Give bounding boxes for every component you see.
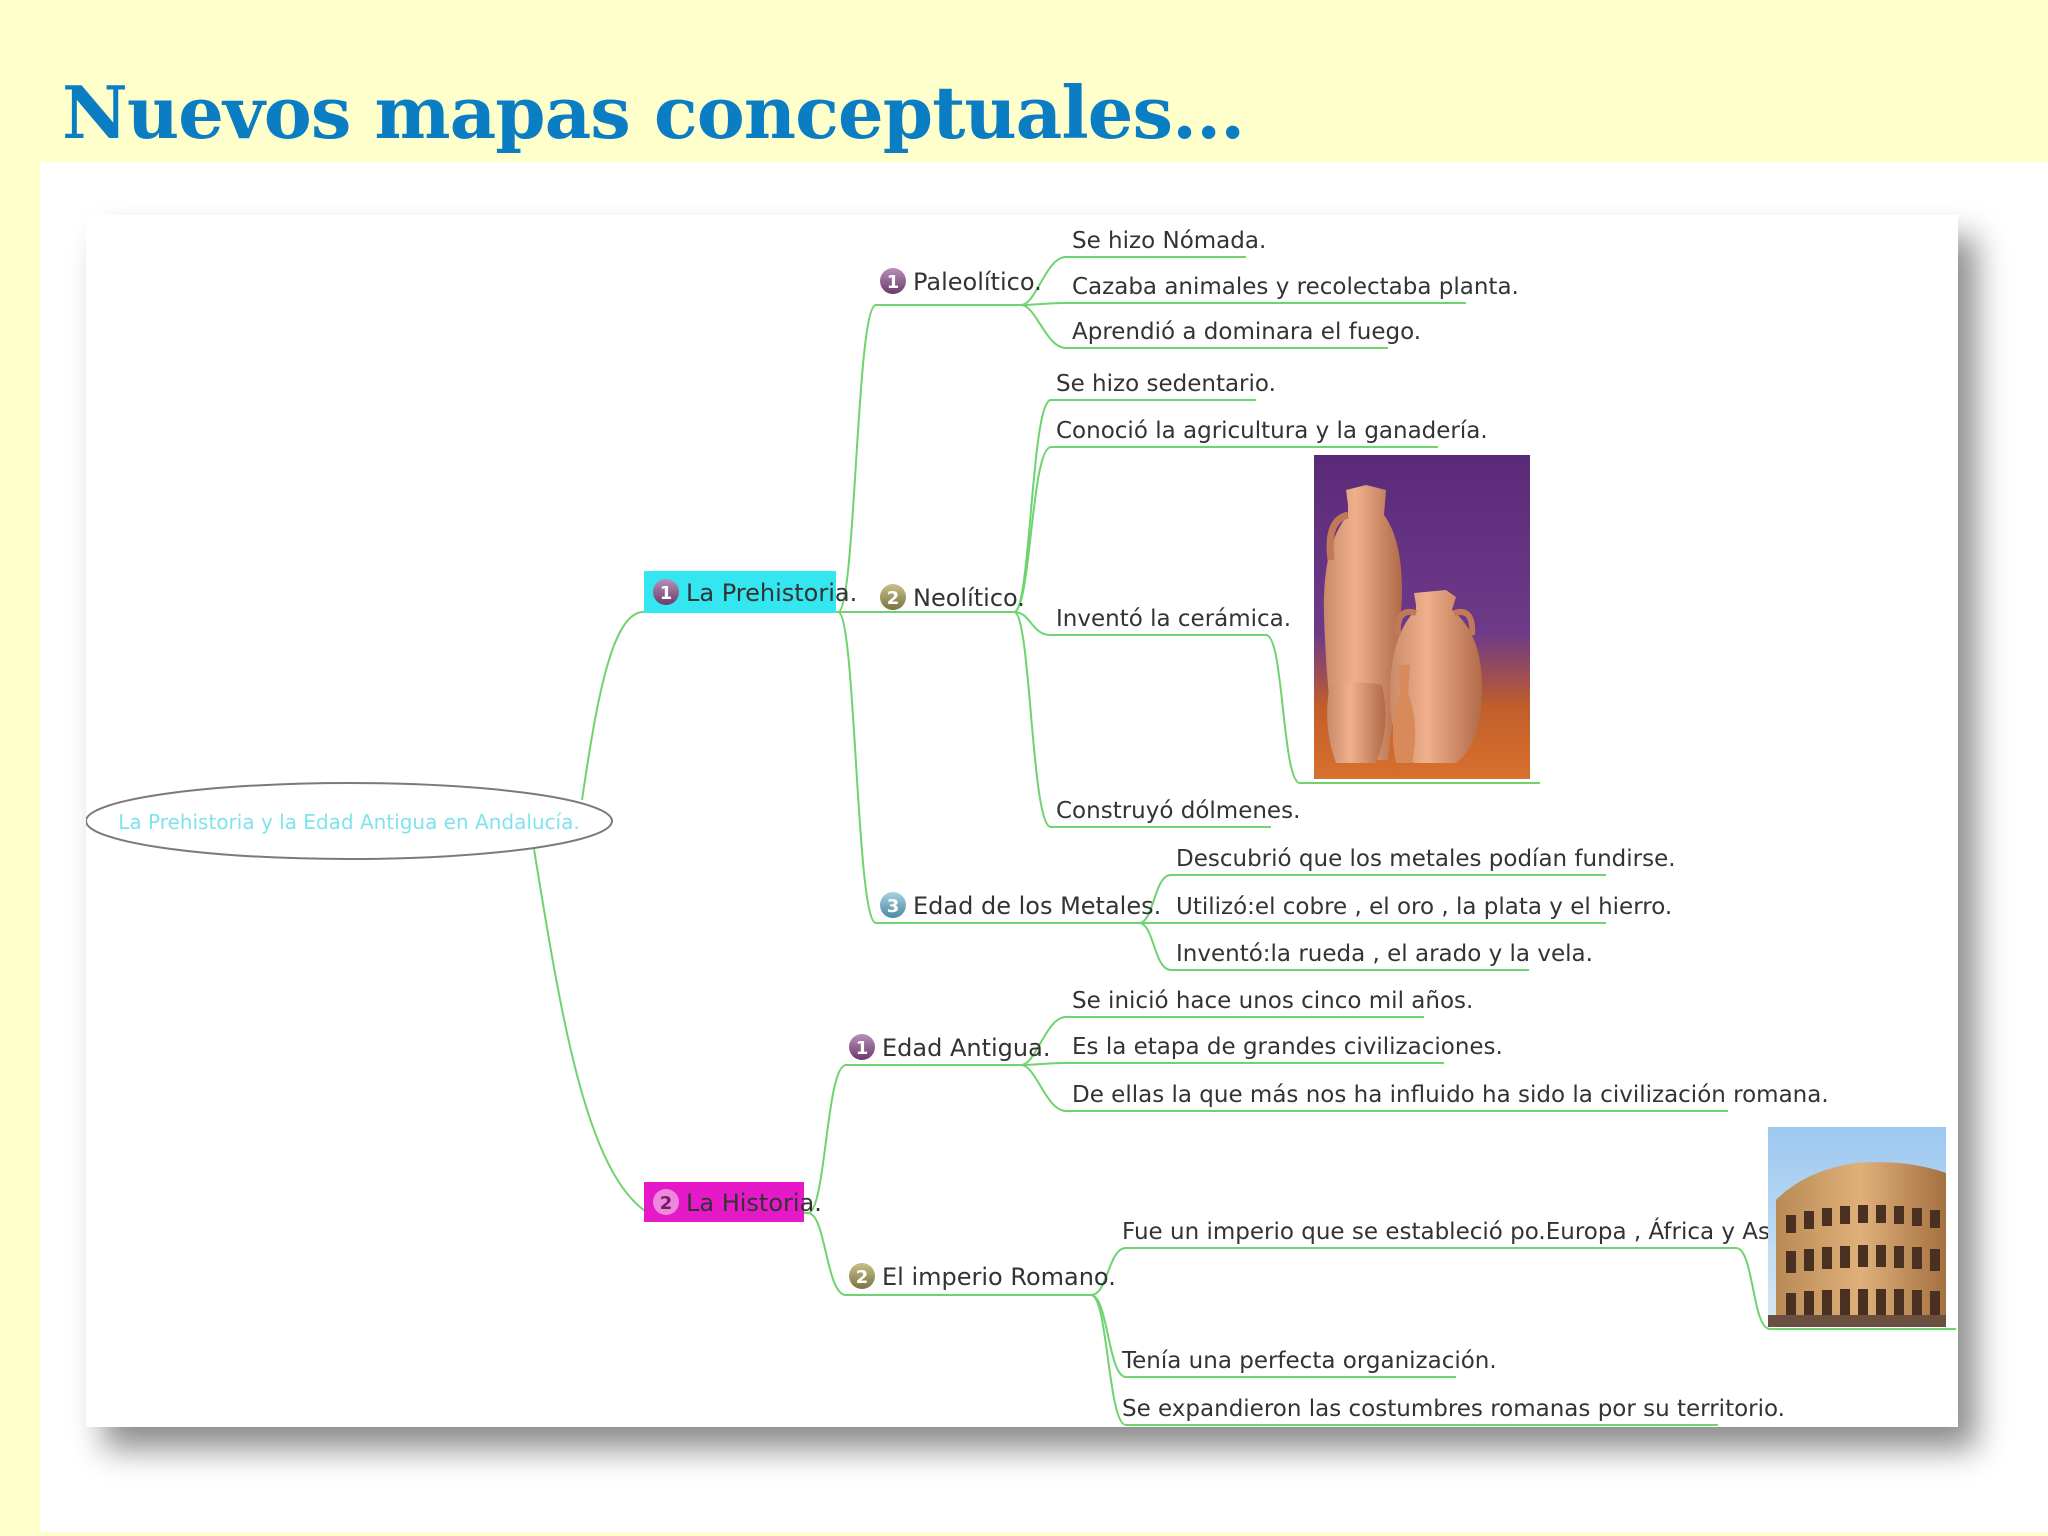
leaf-item: Fue un imperio que se estableció po.Euro… (1122, 1217, 1798, 1245)
concept-map-card: La Prehistoria y la Edad Antigua en Anda… (86, 215, 1958, 1427)
topic-historia: 2 La Historia. (644, 1182, 822, 1222)
topic-badge: 1 (660, 583, 673, 604)
branch-metales: 3 Edad de los Metales. (880, 892, 1161, 920)
branch-imperio-romano: 2 El imperio Romano. (849, 1263, 1116, 1291)
leaves-metales: Descubrió que los metales podían fundirs… (1176, 846, 1676, 967)
branch-paleolitico: 1 Paleolítico. (880, 268, 1042, 296)
leaf-item: Utilizó:el cobre , el oro , la plata y e… (1176, 894, 1672, 920)
branch-badge: 2 (887, 588, 900, 609)
leaf-item: Se expandieron las costumbres romanas po… (1122, 1396, 1785, 1422)
leaf-item: Se hizo Nómada. (1072, 228, 1266, 254)
slide-title: Nuevos mapas conceptuales... (62, 70, 1245, 155)
branch-badge: 2 (856, 1267, 869, 1288)
leaves-neolitico: Se hizo sedentario. Conoció la agricultu… (1056, 371, 1488, 824)
leaf-item: Inventó la cerámica. (1056, 606, 1291, 632)
concept-map: La Prehistoria y la Edad Antigua en Anda… (86, 228, 1956, 1426)
leaf-item: Conoció la agricultura y la ganadería. (1056, 418, 1488, 444)
branch-edad-antigua: 1 Edad Antigua. (849, 1034, 1050, 1062)
root-node: La Prehistoria y la Edad Antigua en Anda… (86, 782, 613, 860)
leaves-imperio-romano: Fue un imperio que se estableció po.Euro… (1121, 1217, 1798, 1422)
branch-label: Edad Antigua. (882, 1034, 1050, 1062)
colosseum-photo (1768, 1127, 1946, 1327)
branch-label: Edad de los Metales. (913, 892, 1161, 920)
leaf-item: Construyó dólmenes. (1056, 798, 1300, 824)
topic-label: La Prehistoria. (686, 579, 857, 607)
leaf-item: De ellas la que más nos ha influido ha s… (1072, 1082, 1829, 1108)
leaves-edad-antigua: Se inició hace unos cinco mil años. Es l… (1072, 988, 1829, 1108)
branch-label: Neolítico. (913, 584, 1025, 612)
branch-badge: 1 (887, 272, 900, 293)
root-label: La Prehistoria y la Edad Antigua en Anda… (118, 810, 579, 834)
leaf-item: Inventó:la rueda , el arado y la vela. (1176, 941, 1593, 967)
leaves-paleolitico: Se hizo Nómada. Cazaba animales y recole… (1072, 228, 1519, 345)
topic-badge: 2 (660, 1193, 673, 1214)
leaf-item: Descubrió que los metales podían fundirs… (1176, 846, 1676, 872)
leaf-item: Aprendió a dominara el fuego. (1072, 319, 1421, 345)
branch-badge: 1 (856, 1038, 869, 1059)
branch-neolitico: 2 Neolítico. (880, 584, 1025, 612)
topic-label: La Historia. (686, 1189, 822, 1217)
leaf-item: Se hizo sedentario. (1056, 371, 1276, 397)
topic-prehistoria: 1 La Prehistoria. (644, 571, 857, 613)
branch-badge: 3 (887, 896, 900, 917)
leaf-item: Se inició hace unos cinco mil años. (1072, 988, 1473, 1014)
branch-label: El imperio Romano. (882, 1263, 1116, 1291)
leaf-item: Es la etapa de grandes civilizaciones. (1072, 1034, 1503, 1060)
leaf-item: Cazaba animales y recolectaba planta. (1072, 274, 1519, 300)
ceramics-photo (1314, 455, 1530, 779)
branch-label: Paleolítico. (913, 268, 1042, 296)
leaf-item: Tenía una perfecta organización. (1121, 1348, 1497, 1374)
